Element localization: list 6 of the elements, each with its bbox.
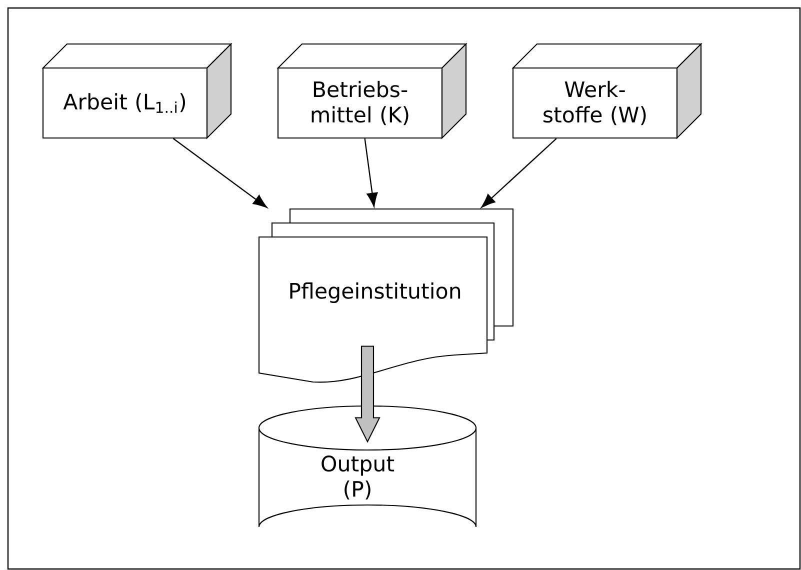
document-stack: Pflegeinstitution (258, 208, 514, 383)
arrow (172, 138, 268, 208)
arrow (364, 138, 378, 207)
arrow (481, 138, 557, 208)
database-cylinder: Output (P) (258, 405, 477, 528)
block-arrow (354, 346, 380, 443)
